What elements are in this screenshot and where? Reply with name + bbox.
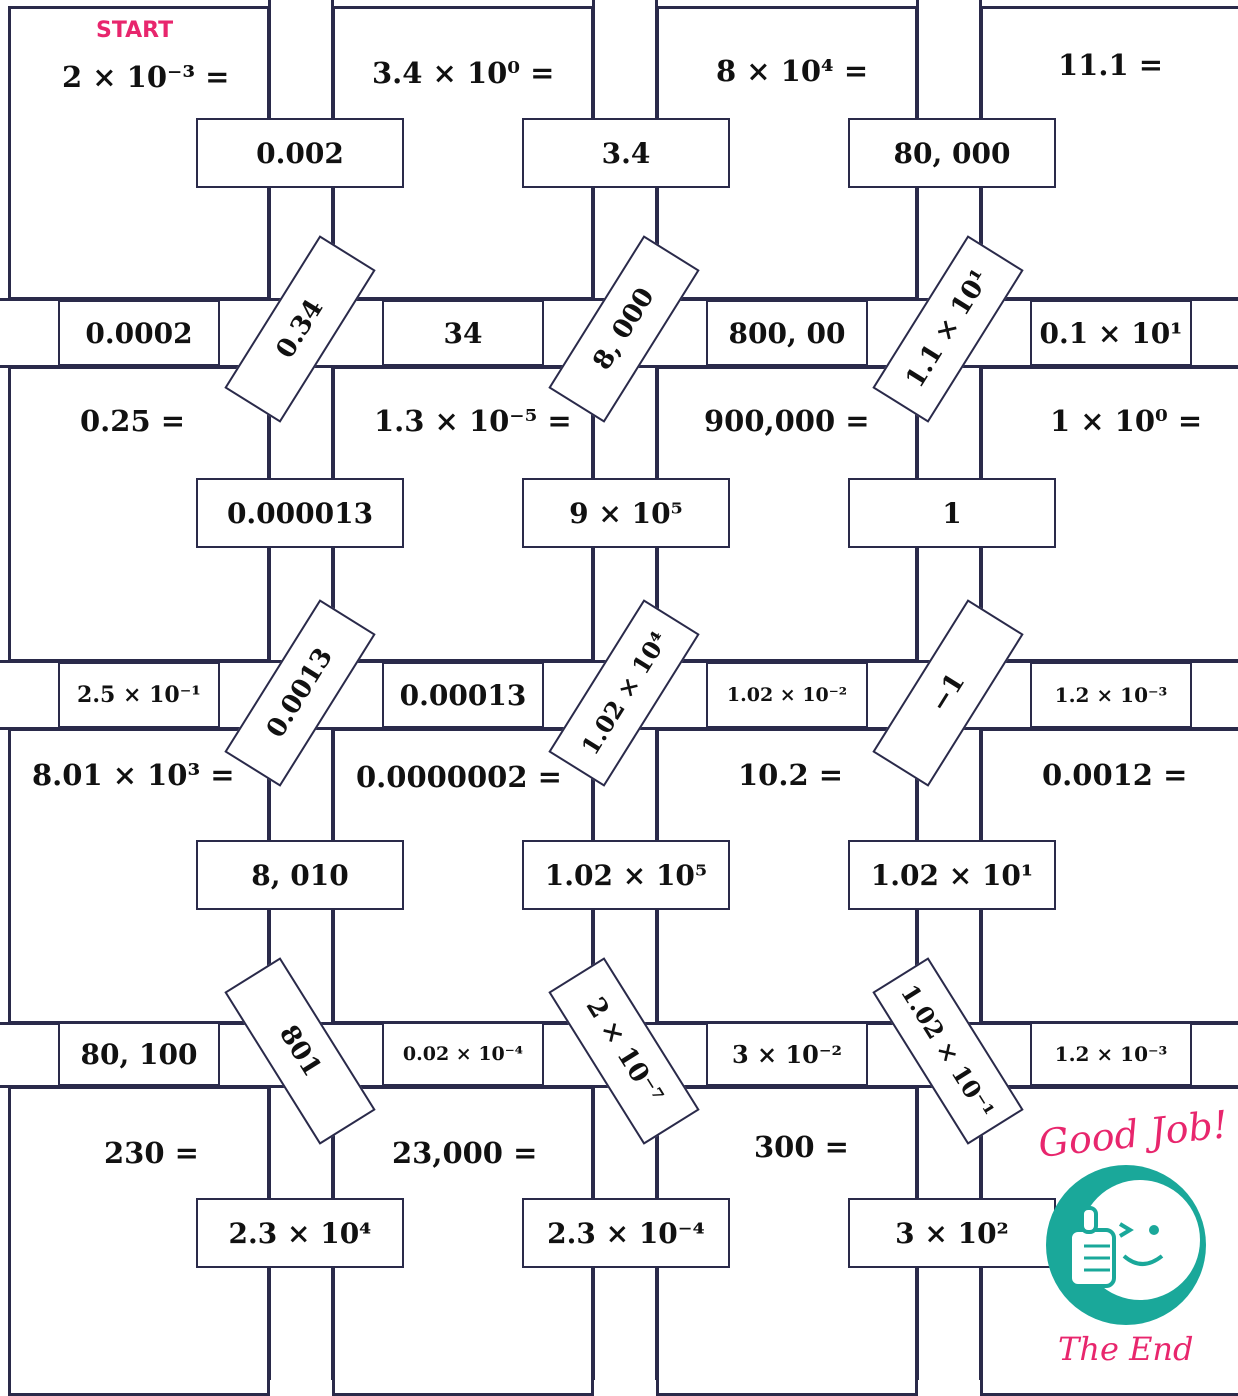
answer-door[interactable]: 1.02 × 10⁻² [706, 662, 868, 728]
answer-door[interactable]: 3 × 10² [848, 1198, 1056, 1268]
smiley-thumbs-up-icon [1036, 1160, 1216, 1330]
room-question: 1 × 10⁰ = [1050, 404, 1202, 438]
answer-door[interactable]: 0.0002 [58, 300, 220, 366]
answer-door[interactable]: 2.3 × 10⁻⁴ [522, 1198, 730, 1268]
answer-door[interactable]: 34 [382, 300, 544, 366]
answer-door[interactable]: 2.3 × 10⁴ [196, 1198, 404, 1268]
answer-door[interactable]: 1.2 × 10⁻³ [1030, 1022, 1192, 1086]
room-question: 0.0000002 = [356, 760, 562, 794]
answer-door[interactable]: 1.2 × 10⁻³ [1030, 662, 1192, 728]
room-question: 2 × 10⁻³ = [62, 60, 229, 94]
room-question: 8.01 × 10³ = [32, 758, 235, 792]
room-question: 11.1 = [1058, 48, 1163, 82]
start-label: START [96, 18, 173, 43]
room-question: 300 = [754, 1130, 849, 1164]
room-question: 8 × 10⁴ = [716, 54, 868, 88]
room-question: 3.4 × 10⁰ = [372, 56, 554, 90]
answer-door[interactable]: 1.02 × 10⁵ [522, 840, 730, 910]
the-end-label: The End [1058, 1330, 1194, 1368]
answer-door[interactable]: 0.00013 [382, 662, 544, 728]
room-question: 1.3 × 10⁻⁵ = [374, 404, 572, 438]
answer-door[interactable]: 0.1 × 10¹ [1030, 300, 1192, 366]
room-question: 900,000 = [704, 404, 870, 438]
answer-door[interactable]: 1 [848, 478, 1056, 548]
answer-door[interactable]: 8, 010 [196, 840, 404, 910]
answer-door[interactable]: 1.02 × 10¹ [848, 840, 1056, 910]
answer-door[interactable]: 3.4 [522, 118, 730, 188]
answer-door[interactable]: 800, 00 [706, 300, 868, 366]
room-question: 0.25 = [80, 404, 185, 438]
answer-door[interactable]: 80, 000 [848, 118, 1056, 188]
answer-door[interactable]: 80, 100 [58, 1022, 220, 1086]
answer-door[interactable]: 0.002 [196, 118, 404, 188]
answer-door[interactable]: 0.000013 [196, 478, 404, 548]
answer-door[interactable]: 9 × 10⁵ [522, 478, 730, 548]
room-question: 10.2 = [738, 758, 843, 792]
room-question: 230 = [104, 1136, 199, 1170]
room-question: 0.0012 = [1042, 758, 1187, 792]
answer-door[interactable]: 3 × 10⁻² [706, 1022, 868, 1086]
answer-door[interactable]: 0.02 × 10⁻⁴ [382, 1022, 544, 1086]
room-question: 23,000 = [392, 1136, 537, 1170]
answer-door[interactable]: 2.5 × 10⁻¹ [58, 662, 220, 728]
